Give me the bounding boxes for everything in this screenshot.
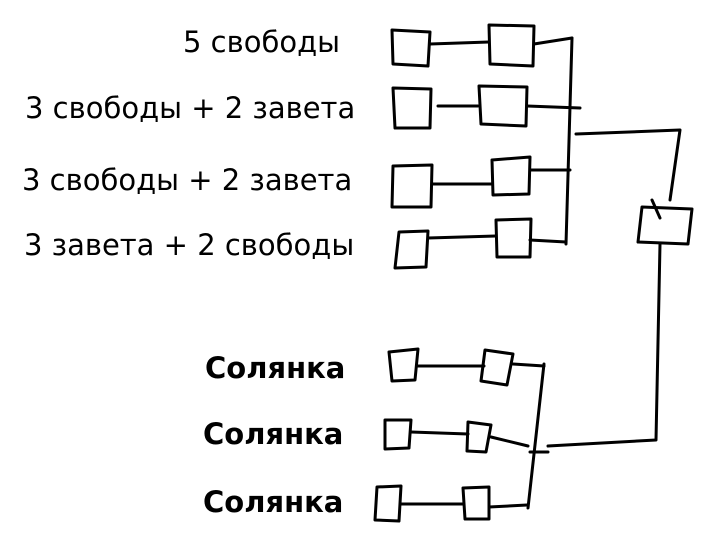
top-to-merge-link [574, 128, 682, 202]
bottom-row-1-box-b [479, 348, 515, 387]
top-label-1: 5 свободы [183, 25, 341, 59]
top-row-1-box-a [390, 28, 432, 68]
bottom-group-collector [526, 362, 546, 510]
bottom-label-3: Солянка [203, 485, 344, 519]
bottom-row-1-connector [387, 347, 546, 387]
bottom-row-3-tail [487, 503, 529, 509]
bottom-row-3-box-b [461, 485, 491, 521]
top-row-2-connector [391, 84, 582, 130]
top-row-4-box-b [494, 217, 533, 259]
top-row-3-box-a [390, 163, 434, 209]
bottom-row-3-box-a [373, 484, 403, 523]
top-label-2: 3 свободы + 2 завета [25, 91, 356, 125]
bottom-label-2: Солянка [203, 417, 344, 451]
top-row-3-box-b [490, 155, 532, 197]
bottom-row-2-box-b [465, 420, 493, 454]
top-row-1-box-b [487, 23, 536, 68]
top-row-1-link [428, 40, 491, 46]
top-row-1-tail [532, 36, 574, 46]
merge-to-bottom-link [546, 242, 662, 448]
top-row-2-box-a [391, 86, 433, 130]
merge-box [636, 205, 694, 246]
bottom-row-2-link [409, 430, 470, 436]
bottom-row-2-connector [383, 418, 530, 454]
bottom-row-2-tail [489, 435, 530, 448]
top-label-3: 3 свободы + 2 завета [22, 163, 353, 197]
top-row-4-link [426, 234, 498, 240]
bottom-row-1-tail [511, 362, 546, 368]
bottom-row-1-box-a [387, 347, 420, 383]
top-label-4: 3 завета + 2 свободы [24, 228, 355, 262]
top-row-4-box-a [393, 229, 430, 270]
top-row-2-tail [525, 104, 582, 110]
bottom-row-3-connector [373, 484, 529, 523]
top-row-4-tail [528, 238, 568, 244]
top-row-3-connector [390, 155, 572, 209]
merge-box-notch [650, 198, 662, 220]
bottom-label-1: Солянка [205, 351, 346, 385]
top-row-1-connector [390, 23, 574, 68]
top-row-4-connector [393, 217, 568, 270]
bottom-row-2-box-a [383, 418, 413, 451]
top-row-2-box-b [477, 84, 529, 128]
top-group-collector [564, 36, 574, 246]
